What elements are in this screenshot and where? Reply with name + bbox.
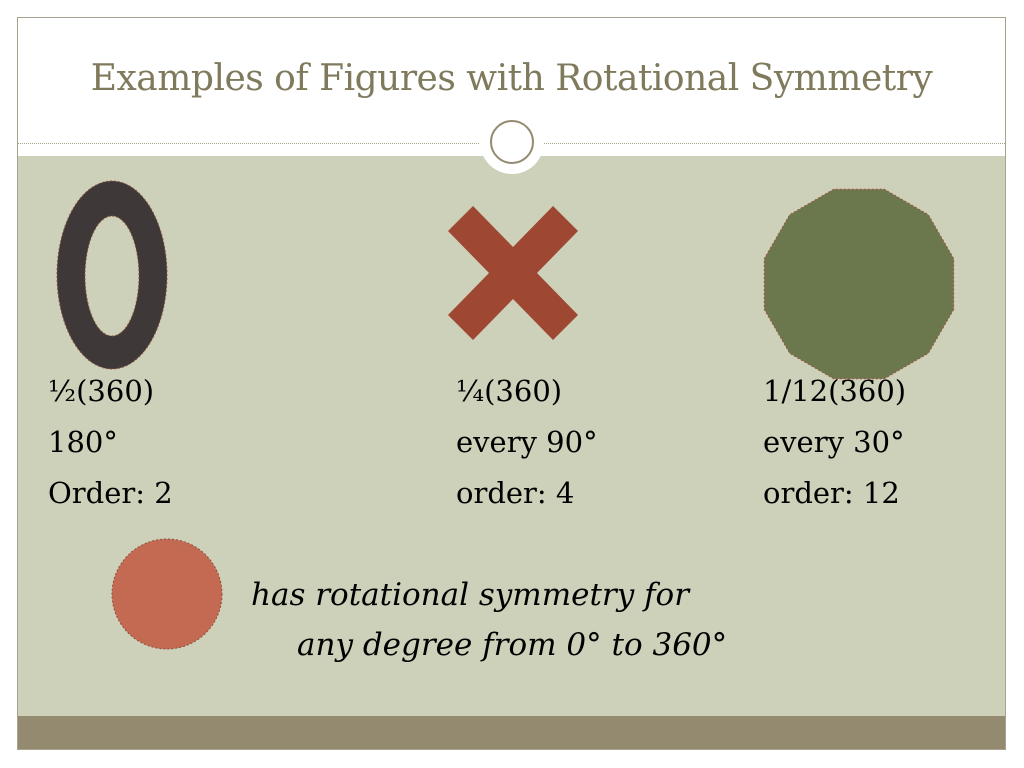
example-1-fraction: ½(360)	[48, 374, 155, 408]
example-3-caption: 1/12(360) every 30° order: 12	[763, 366, 906, 519]
circle-statement-line-2: any degree from 0° to 360°	[297, 627, 728, 663]
example-3-fraction: 1/12(360)	[763, 374, 907, 408]
example-2-angle: every 90°	[456, 425, 598, 459]
letter-o-shape-icon	[56, 180, 168, 370]
footer-band	[18, 716, 1005, 749]
example-2-order: order: 4	[456, 476, 575, 510]
example-3-angle: every 30°	[763, 425, 905, 459]
medallion-decoration	[480, 110, 544, 174]
slide-title: Examples of Figures with Rotational Symm…	[90, 58, 933, 99]
slide: Examples of Figures with Rotational Symm…	[17, 17, 1006, 750]
dodecagon-shape-icon	[763, 188, 955, 380]
example-2-caption: ¼(360) every 90° order: 4	[456, 366, 598, 519]
circle-shape-icon	[111, 538, 223, 650]
medallion-ring-icon	[490, 120, 534, 164]
example-1-order: Order: 2	[48, 476, 173, 510]
example-1-angle: 180°	[48, 425, 118, 459]
x-cross-shape-icon	[448, 206, 578, 340]
example-2-fraction: ¼(360)	[456, 374, 563, 408]
example-1-caption: ½(360) 180° Order: 2	[48, 366, 173, 519]
circle-statement-line-1: has rotational symmetry for	[251, 577, 690, 613]
circle-statement: has rotational symmetry for any degree f…	[251, 570, 727, 670]
example-3-order: order: 12	[763, 476, 900, 510]
